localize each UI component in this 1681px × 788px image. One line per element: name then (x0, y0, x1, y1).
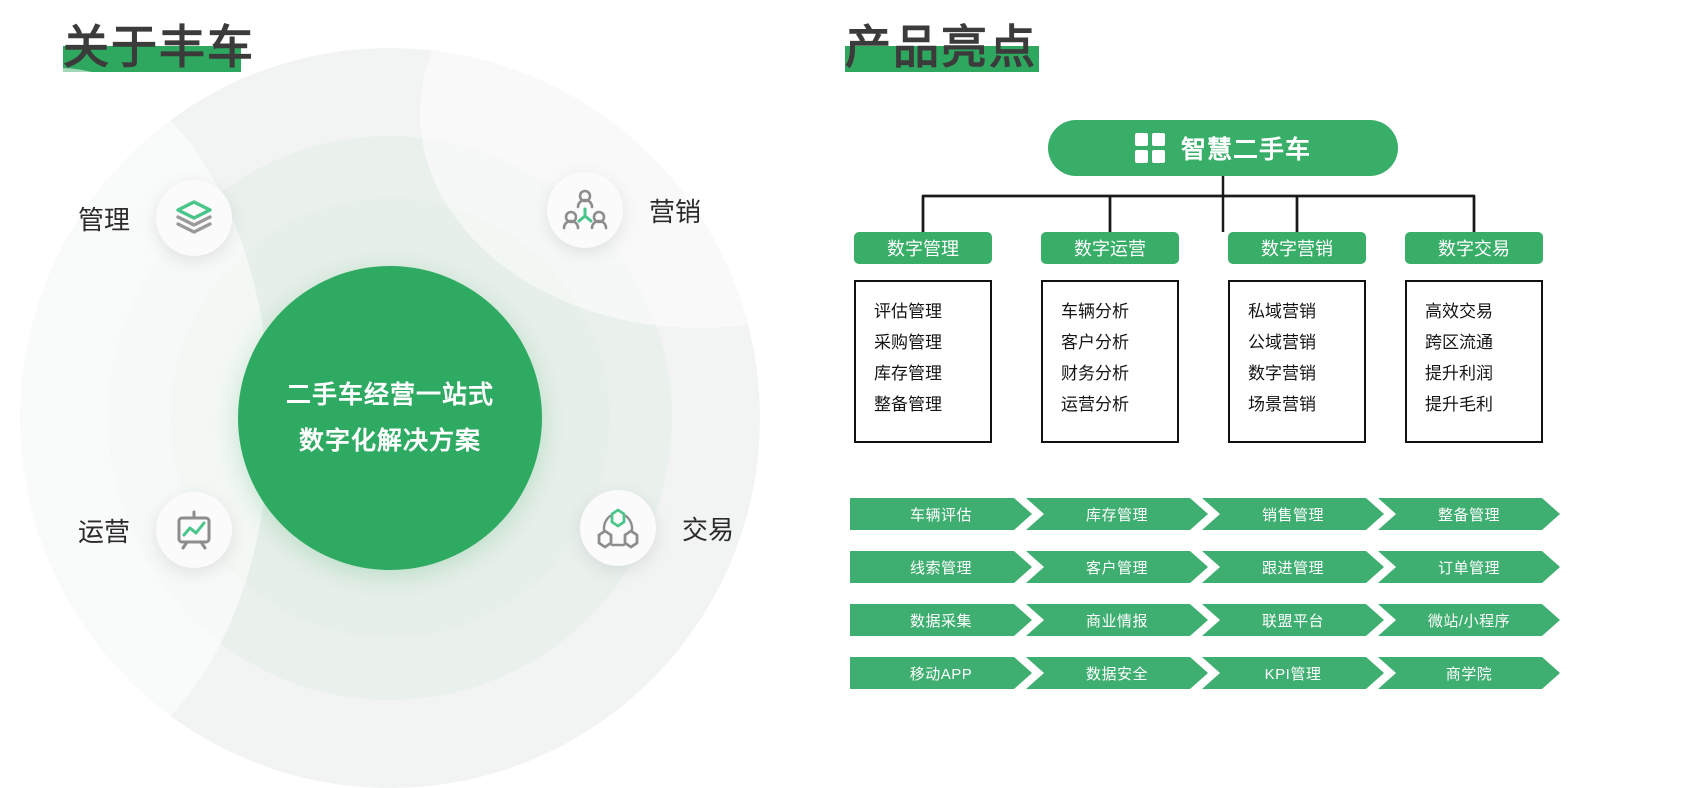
category-item: 提升利润 (1425, 364, 1493, 383)
category-item: 跨区流通 (1425, 333, 1493, 352)
chevron-item[interactable]: KPI管理 (1202, 657, 1384, 689)
node-operations[interactable]: 运营 (78, 492, 233, 568)
category-item: 整备管理 (874, 395, 942, 414)
category-item: 私域营销 (1248, 302, 1316, 321)
chevron-item[interactable]: 跟进管理 (1202, 551, 1384, 583)
chevron-item[interactable]: 线索管理 (850, 551, 1032, 583)
people-network-icon (562, 189, 608, 230)
category-item: 公域营销 (1248, 333, 1316, 352)
category-item: 评估管理 (874, 302, 942, 321)
node-marketing-bubble (547, 172, 623, 248)
chevron-item[interactable]: 联盟平台 (1202, 604, 1384, 636)
category-chip-2[interactable]: 数字营销 (1228, 232, 1366, 264)
hexagon-network-icon (597, 508, 639, 549)
category-item: 数字营销 (1248, 364, 1316, 383)
category-box-1: 车辆分析 客户分析 财务分析 运营分析 (1041, 280, 1179, 443)
chevron-item[interactable]: 微站/小程序 (1378, 604, 1560, 636)
core-statement: 二手车经营一站式 数字化解决方案 (238, 266, 542, 570)
page-title-left: 关于丰车 (63, 18, 255, 76)
chevron-item[interactable]: 商业情报 (1026, 604, 1208, 636)
title-highlight-bar (63, 46, 241, 72)
node-operations-bubble (156, 492, 233, 568)
chart-board-icon (177, 510, 211, 550)
category-chip-1[interactable]: 数字运营 (1041, 232, 1179, 264)
chevron-item[interactable]: 订单管理 (1378, 551, 1560, 583)
chevron-row: 车辆评估 库存管理 销售管理 整备管理 (850, 498, 1680, 541)
chevron-item[interactable]: 整备管理 (1378, 498, 1560, 530)
concentric-diagram: 二手车经营一站式 数字化解决方案 (0, 0, 980, 788)
category-item: 客户分析 (1061, 333, 1129, 352)
chevron-row: 线索管理 客户管理 跟进管理 订单管理 (850, 551, 1680, 594)
product-highlights-panel: 智慧二手车 数字管理 数字运营 数字营销 数字交易 评估管理 采购管理 库存管理… (845, 0, 1681, 788)
node-manage[interactable]: 管理 (78, 180, 233, 256)
category-chip-3[interactable]: 数字交易 (1405, 232, 1543, 264)
chevron-item[interactable]: 数据采集 (850, 604, 1032, 636)
chevron-row: 数据采集 商业情报 联盟平台 微站/小程序 (850, 604, 1680, 647)
category-box-3: 高效交易 跨区流通 提升利润 提升毛利 (1405, 280, 1543, 443)
chevron-item[interactable]: 客户管理 (1026, 551, 1208, 583)
title-highlight-bar-right (845, 46, 1039, 72)
category-item: 提升毛利 (1425, 395, 1493, 414)
connector-lines (921, 176, 1476, 232)
page-title-right-text: 产品亮点 (845, 21, 1037, 73)
category-item: 财务分析 (1061, 364, 1129, 383)
core-line-1: 二手车经营一站式 (285, 381, 494, 409)
chevron-rows: 车辆评估 库存管理 销售管理 整备管理 线索管理 客户管理 跟进管理 订单管理 … (850, 498, 1680, 710)
chevron-item[interactable]: 移动APP (850, 657, 1032, 689)
node-transaction[interactable]: 交易 (580, 490, 734, 566)
category-item: 场景营销 (1248, 395, 1316, 414)
chevron-item[interactable]: 车辆评估 (850, 498, 1032, 530)
category-item: 库存管理 (874, 364, 942, 383)
category-item: 车辆分析 (1061, 302, 1129, 321)
hero-pill-label: 智慧二手车 (1180, 136, 1311, 164)
node-transaction-bubble (580, 490, 656, 566)
page-title-left-text: 关于丰车 (63, 21, 255, 73)
node-manage-label: 管理 (78, 204, 131, 235)
core-line-2: 数字化解决方案 (298, 427, 481, 455)
chevron-item[interactable]: 库存管理 (1026, 498, 1208, 530)
node-manage-bubble (156, 180, 233, 256)
chevron-item[interactable]: 数据安全 (1026, 657, 1208, 689)
category-item: 高效交易 (1425, 302, 1493, 321)
node-operations-label: 运营 (78, 516, 131, 547)
node-marketing-label: 营销 (649, 196, 702, 227)
category-box-0: 评估管理 采购管理 库存管理 整备管理 (854, 280, 992, 443)
grid-four-icon (1134, 133, 1165, 163)
chevron-row: 移动APP 数据安全 KPI管理 商学院 (850, 657, 1680, 700)
page-title-right: 产品亮点 (845, 18, 1039, 76)
chevron-item[interactable]: 商学院 (1378, 657, 1560, 689)
node-marketing[interactable]: 营销 (547, 172, 701, 248)
category-chip-0[interactable]: 数字管理 (854, 232, 992, 264)
layers-icon (176, 200, 212, 234)
category-box-2: 私域营销 公域营销 数字营销 场景营销 (1228, 280, 1366, 443)
node-transaction-label: 交易 (682, 514, 735, 545)
category-item: 运营分析 (1061, 395, 1129, 414)
hero-pill[interactable]: 智慧二手车 (1048, 120, 1398, 176)
chevron-item[interactable]: 销售管理 (1202, 498, 1384, 530)
category-item: 采购管理 (874, 333, 942, 352)
